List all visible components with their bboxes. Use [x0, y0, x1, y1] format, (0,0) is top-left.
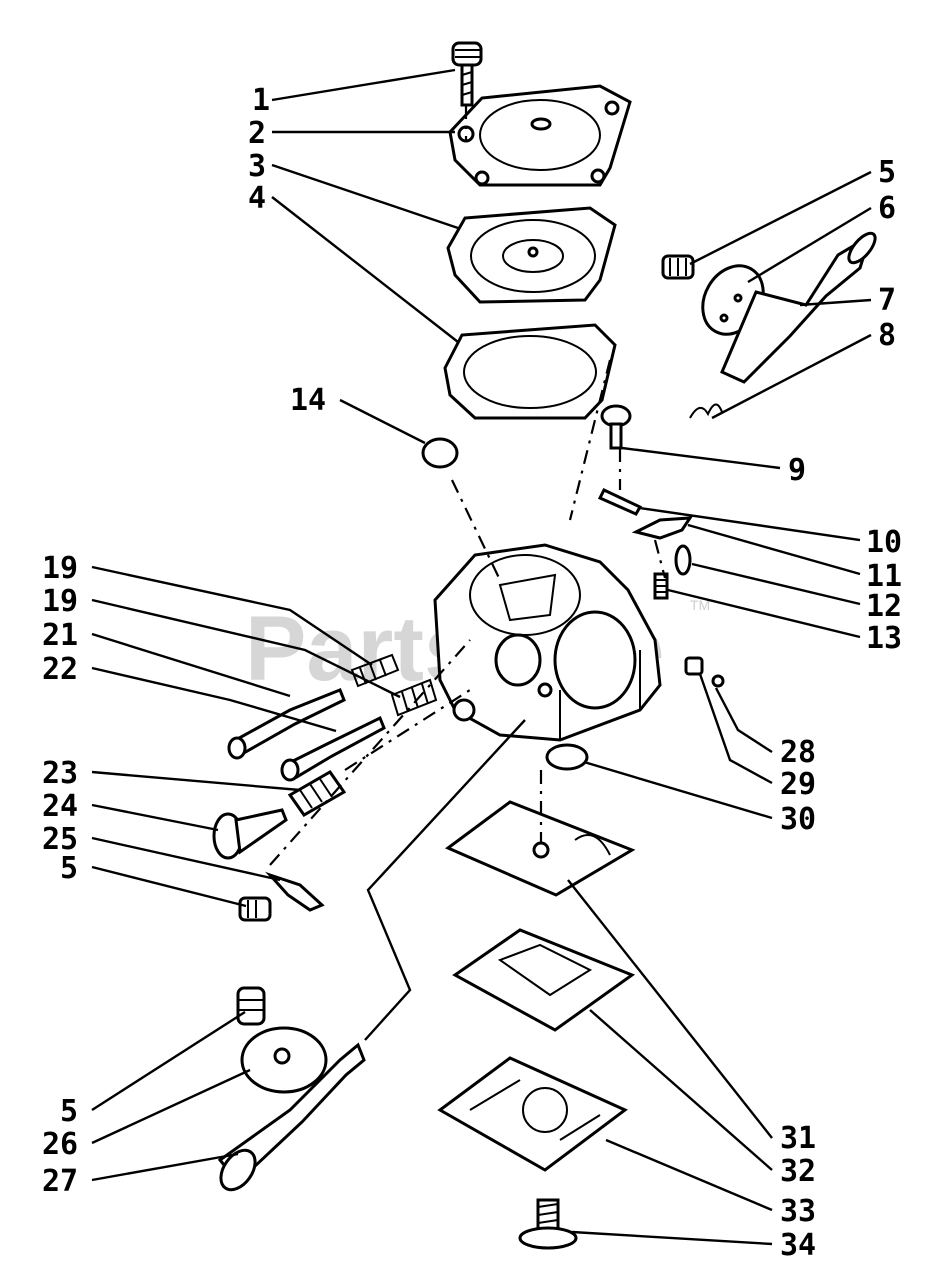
callout-19-a: 19: [42, 551, 78, 586]
callout-3: 3: [248, 149, 266, 184]
callout-12: 12: [866, 589, 902, 624]
callout-34: 34: [780, 1228, 816, 1263]
callout-22: 22: [42, 652, 78, 687]
callout-33: 33: [780, 1194, 816, 1229]
callout-11: 11: [866, 559, 902, 594]
part-lever-11: [631, 516, 693, 540]
part-cover-33: [437, 1056, 628, 1172]
part-spring-23: [287, 770, 347, 817]
part-needles-21-22: [227, 688, 386, 782]
assembly-axis-lines: [269, 105, 667, 866]
part-pump-cover: [448, 84, 632, 187]
callout-6: 6: [878, 191, 896, 226]
callout-30: 30: [780, 802, 816, 837]
callout-7: 7: [878, 283, 896, 318]
callout-26: 26: [42, 1127, 78, 1162]
part-screw-24: [212, 808, 288, 860]
leader-lines: [91, 68, 872, 1246]
part-carburetor-body: [433, 543, 662, 742]
callout-27: 27: [42, 1164, 78, 1199]
part-screw-5-left: [238, 896, 272, 922]
part-plug-14: [421, 437, 459, 469]
part-spring-8: [689, 403, 723, 419]
part-screw-9: [600, 404, 632, 450]
callout-5-bottom: 5: [60, 1094, 78, 1129]
part-diaphragm-32: [452, 928, 636, 1032]
part-gasket-pump: [443, 323, 617, 420]
callout-4: 4: [248, 181, 266, 216]
callout-32: 32: [780, 1154, 816, 1189]
callout-29: 29: [780, 767, 816, 802]
callout-23: 23: [42, 756, 78, 791]
callout-1: 1: [252, 83, 270, 118]
callout-5-mid: 5: [60, 851, 78, 886]
part-springs-19: [350, 653, 438, 717]
part-pin-10: [597, 488, 643, 516]
callout-13: 13: [866, 621, 902, 656]
callout-25: 25: [42, 822, 78, 857]
part-pump-diaphragm: [446, 206, 617, 304]
part-screw-34: [518, 1198, 578, 1250]
callout-5-top: 5: [878, 155, 896, 190]
part-screw-top: [451, 41, 483, 107]
callout-labels: 1 2 3 4 5 6 7 8 9 10 11 12 13 14 19 19 2…: [42, 83, 902, 1263]
callout-31: 31: [780, 1121, 816, 1156]
callout-10: 10: [866, 525, 902, 560]
part-plug-30: [545, 743, 589, 771]
callout-28: 28: [780, 735, 816, 770]
callout-19-b: 19: [42, 584, 78, 619]
callout-21: 21: [42, 618, 78, 653]
part-spring-13: [653, 572, 669, 600]
callout-14: 14: [290, 383, 326, 418]
part-screw-28-29: [684, 656, 725, 688]
callout-2: 2: [248, 116, 266, 151]
watermark-tm: TM: [690, 597, 710, 613]
part-choke-assembly: [217, 986, 366, 1192]
part-lever-25: [265, 871, 325, 912]
part-throttle-assembly: [661, 231, 877, 384]
callout-8: 8: [878, 318, 896, 353]
callout-9: 9: [788, 453, 806, 488]
callout-24: 24: [42, 789, 78, 824]
part-pin-12: [674, 544, 692, 576]
part-gasket-31: [445, 800, 636, 897]
